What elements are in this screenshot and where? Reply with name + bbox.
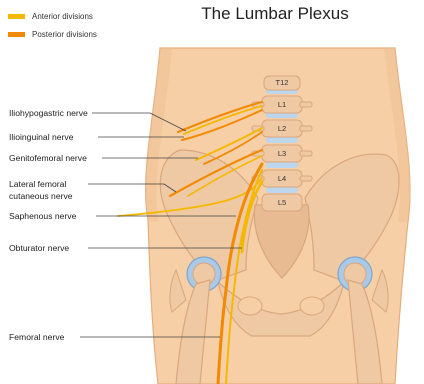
label-cutaneous-nerve: cutaneous nerve [9, 191, 73, 202]
label-genitofemoral-nerve: Genitofemoral nerve [9, 153, 87, 164]
vertebra-label-l4: L4 [272, 174, 292, 183]
legend-item-anterior: Anterior divisions [8, 9, 97, 24]
legend-label: Posterior divisions [32, 30, 97, 39]
vertebra-label-l2: L2 [272, 124, 292, 133]
label-obturator-nerve: Obturator nerve [9, 243, 69, 254]
vertebra-label-t12: T12 [272, 78, 292, 87]
legend-swatch-anterior [8, 14, 25, 19]
page-title: The Lumbar Plexus [185, 4, 365, 24]
legend-item-posterior: Posterior divisions [8, 27, 97, 42]
legend-swatch-posterior [8, 32, 25, 37]
label-ilioinguinal-nerve: Ilioinguinal nerve [9, 132, 74, 143]
label-femoral-nerve: Femoral nerve [9, 332, 64, 343]
vertebra-label-l5: L5 [272, 198, 292, 207]
label-lateral-femoral: Lateral femoral [9, 179, 66, 190]
label-iliohypogastric-nerve: Iliohypogastric nerve [9, 108, 88, 119]
vertebra-label-l3: L3 [272, 149, 292, 158]
label-saphenous-nerve: Saphenous nerve [9, 211, 76, 222]
vertebra-label-l1: L1 [272, 100, 292, 109]
legend: Anterior divisions Posterior divisions [8, 9, 97, 45]
legend-label: Anterior divisions [32, 12, 93, 21]
